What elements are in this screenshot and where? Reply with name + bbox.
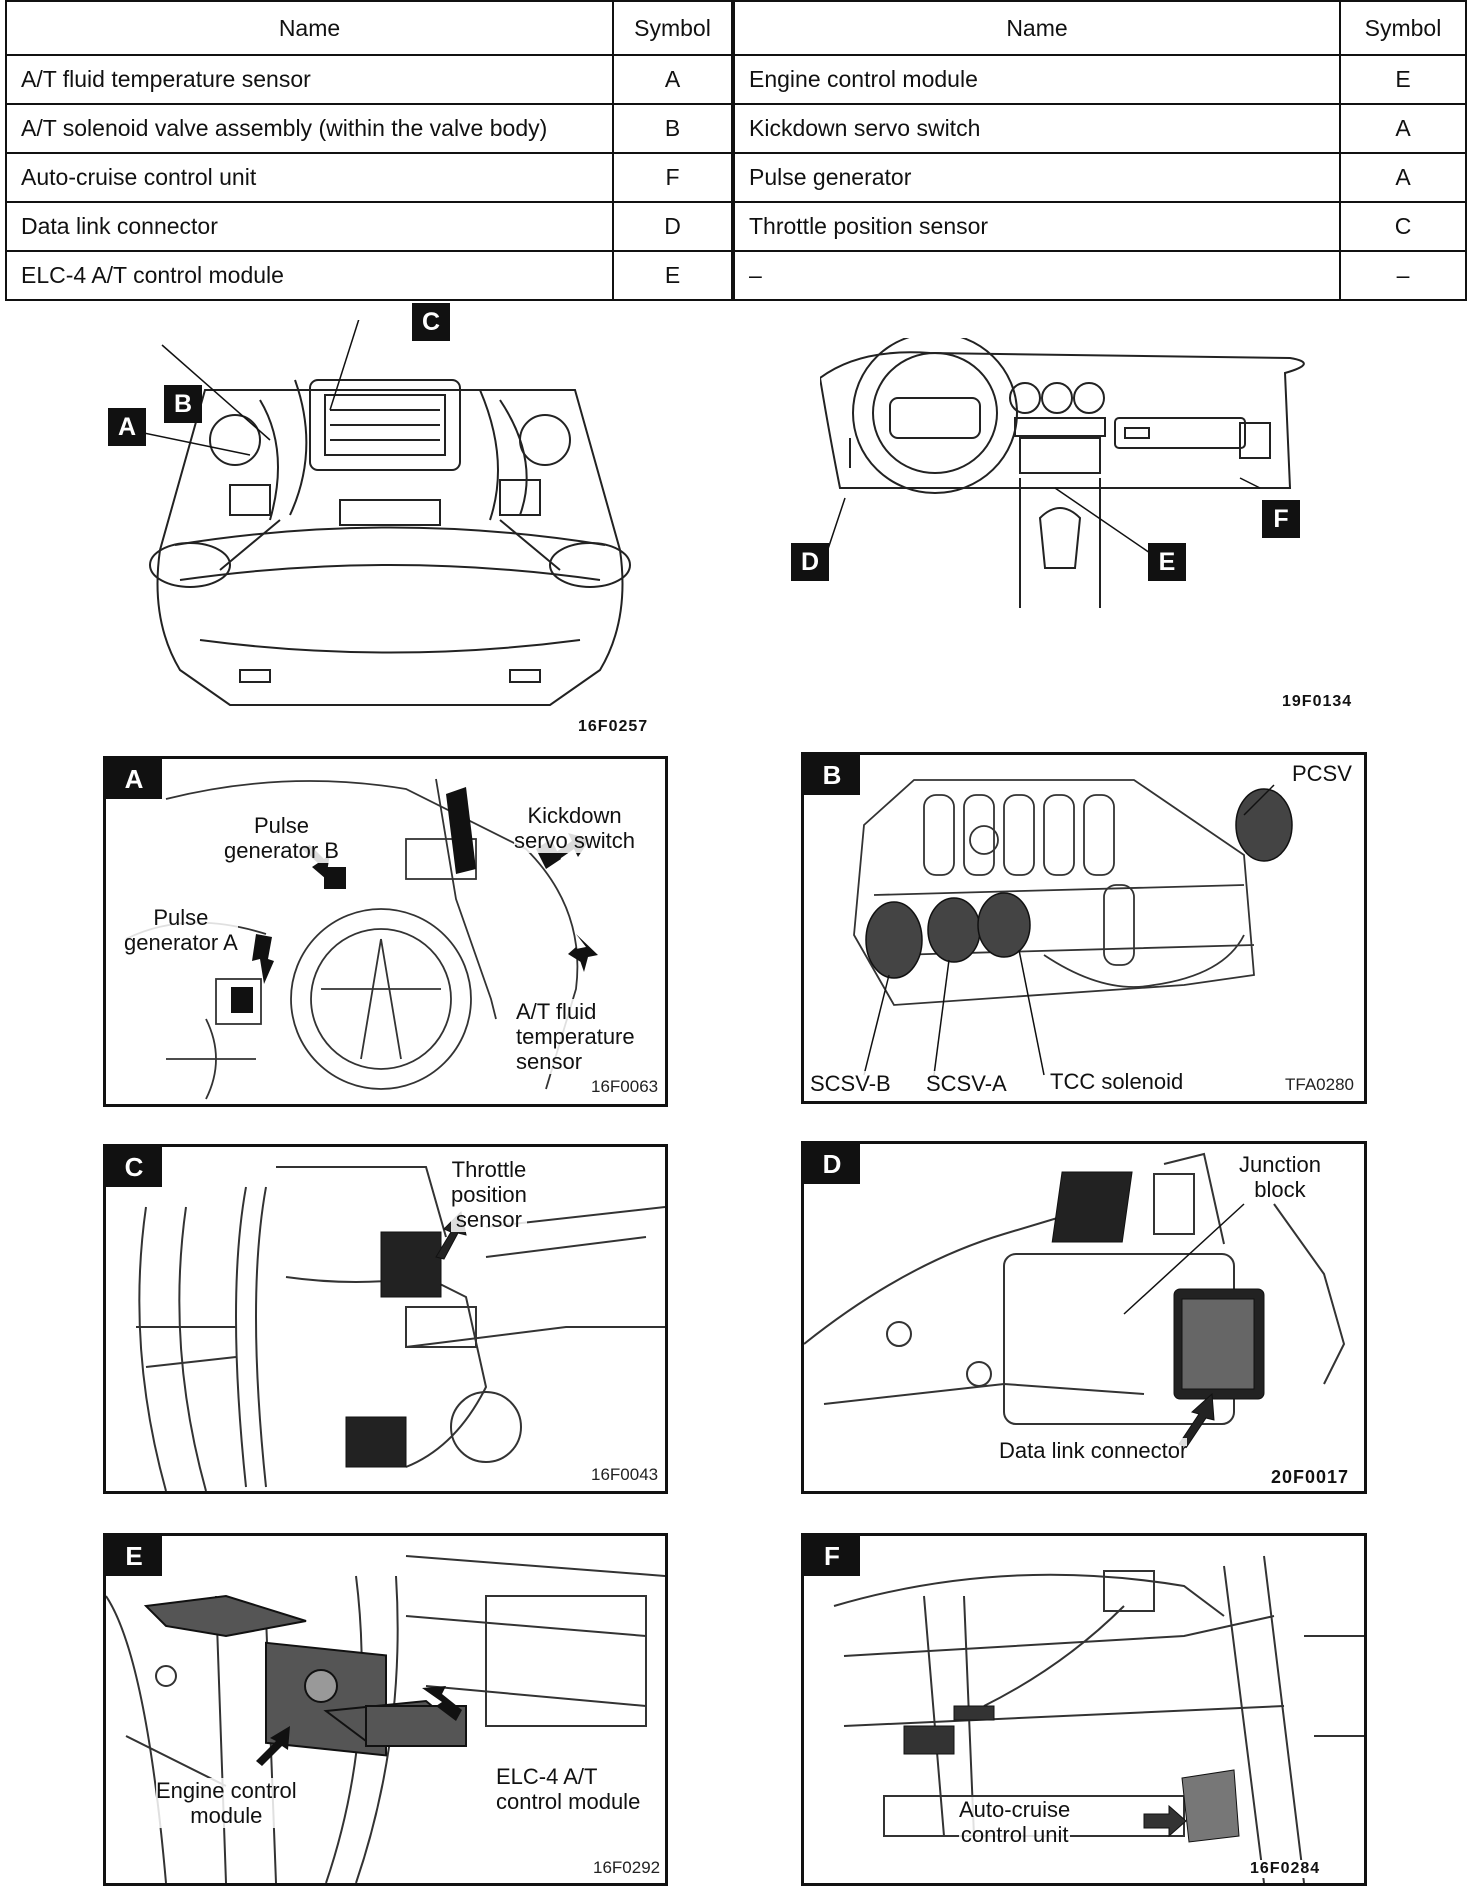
component-name: Engine control module xyxy=(731,54,1341,105)
callout-b: B xyxy=(164,385,202,423)
header-name: Name xyxy=(731,0,1341,56)
valve-body-illustration xyxy=(853,779,1293,1076)
label-throttle-position-sensor: Throttle position sensor xyxy=(451,1157,527,1232)
callout-f: F xyxy=(1262,500,1300,538)
component-symbol: B xyxy=(612,103,734,154)
label-scsv-a: SCSV-A xyxy=(926,1071,1007,1096)
component-symbol: A xyxy=(1339,103,1467,154)
figure-code: 19F0134 xyxy=(1282,693,1353,710)
label-junction-block: Junction block xyxy=(1239,1152,1321,1202)
figure-code: 16F0257 xyxy=(578,718,649,735)
engine-bay-illustration xyxy=(120,320,631,706)
panel-e: E Engine control module ELC-4 A/T contro… xyxy=(103,1533,668,1886)
table-row: Data link connector D Throttle position … xyxy=(5,201,1467,252)
component-symbol: F xyxy=(612,152,734,203)
table-row: Auto-cruise control unit F Pulse generat… xyxy=(5,152,1467,203)
label-elc4-control-module: ELC-4 A/T control module xyxy=(496,1764,641,1814)
junction-block-illustration xyxy=(804,1152,1346,1449)
component-name: Throttle position sensor xyxy=(731,201,1341,252)
label-data-link-connector: Data link connector xyxy=(999,1438,1188,1463)
table-row: A/T fluid temperature sensor A Engine co… xyxy=(5,54,1467,105)
component-name: Kickdown servo switch xyxy=(731,103,1341,154)
dashboard-overview: D E F 19F0134 xyxy=(791,338,1360,718)
label-auto-cruise-control-unit: Auto-cruise control unit xyxy=(959,1797,1071,1847)
label-kickdown-servo-switch: Kickdown servo switch xyxy=(514,803,636,853)
label-pulse-generator-b: Pulse generator B xyxy=(224,813,339,863)
component-symbol: D xyxy=(612,201,734,252)
figure-code: 16F0043 xyxy=(591,1465,659,1485)
panel-b: B PCSV SCSV-B SCSV-A TCC solenoid TFA028… xyxy=(801,752,1367,1104)
figure-code: 16F0292 xyxy=(593,1858,661,1878)
engine-bay-overview: A B C 16F0257 xyxy=(108,303,660,740)
figure-code: 16F0063 xyxy=(591,1077,659,1097)
panel-tag: A xyxy=(106,759,162,799)
table-header-row: Name Symbol Name Symbol xyxy=(5,0,1467,56)
header-name: Name xyxy=(5,0,614,56)
component-symbol: – xyxy=(1339,250,1467,301)
component-symbol: E xyxy=(612,250,734,301)
component-symbol: C xyxy=(1339,201,1467,252)
panel-tag: E xyxy=(106,1536,162,1576)
panel-a: A Pulse generator B Kickdown servo switc… xyxy=(103,756,668,1107)
table-row: A/T solenoid valve assembly (within the … xyxy=(5,103,1467,154)
figure-code: TFA0280 xyxy=(1285,1075,1354,1095)
panel-c: C Throttle position sensor 16F0043 xyxy=(103,1144,668,1494)
panel-f: F Auto-cruise control unit 16F0284 xyxy=(801,1533,1367,1886)
label-tcc-solenoid: TCC solenoid xyxy=(1050,1069,1184,1094)
component-symbol: E xyxy=(1339,54,1467,105)
figure-code: 20F0017 xyxy=(1271,1467,1350,1488)
component-name: ELC-4 A/T control module xyxy=(5,250,614,301)
label-pcsv: PCSV xyxy=(1292,761,1352,786)
header-symbol: Symbol xyxy=(612,0,734,56)
panel-d: D Junction block Data link connector 20F… xyxy=(801,1141,1367,1494)
component-name: Pulse generator xyxy=(731,152,1341,203)
label-fluid-temperature-sensor: A/T fluid temperature sensor xyxy=(516,999,635,1074)
panel-tag: F xyxy=(804,1536,860,1576)
panel-tag: B xyxy=(804,755,860,795)
figure-code: 16F0284 xyxy=(1250,1860,1321,1878)
component-name: Data link connector xyxy=(5,201,614,252)
callout-a: A xyxy=(108,408,146,446)
callout-e: E xyxy=(1148,543,1186,581)
component-symbol: A xyxy=(1339,152,1467,203)
component-name: A/T solenoid valve assembly (within the … xyxy=(5,103,614,154)
component-name: Auto-cruise control unit xyxy=(5,152,614,203)
header-symbol: Symbol xyxy=(1339,0,1467,56)
cruise-unit-illustration xyxy=(833,1555,1364,1883)
callout-d: D xyxy=(791,543,829,581)
component-location-table: Name Symbol Name Symbol A/T fluid temper… xyxy=(5,0,1467,301)
label-pulse-generator-a: Pulse generator A xyxy=(124,905,238,955)
component-symbol: A xyxy=(612,54,734,105)
label-scsv-b: SCSV-B xyxy=(810,1071,891,1096)
panel-tag: C xyxy=(106,1147,162,1187)
console-illustration xyxy=(106,1555,665,1883)
callout-c: C xyxy=(412,303,450,341)
panel-tag: D xyxy=(804,1144,860,1184)
dashboard-illustration xyxy=(820,338,1305,608)
label-engine-control-module: Engine control module xyxy=(156,1778,297,1828)
component-name: – xyxy=(731,250,1341,301)
table-row: ELC-4 A/T control module E – – xyxy=(5,250,1467,301)
throttle-body-illustration xyxy=(136,1166,665,1491)
component-name: A/T fluid temperature sensor xyxy=(5,54,614,105)
